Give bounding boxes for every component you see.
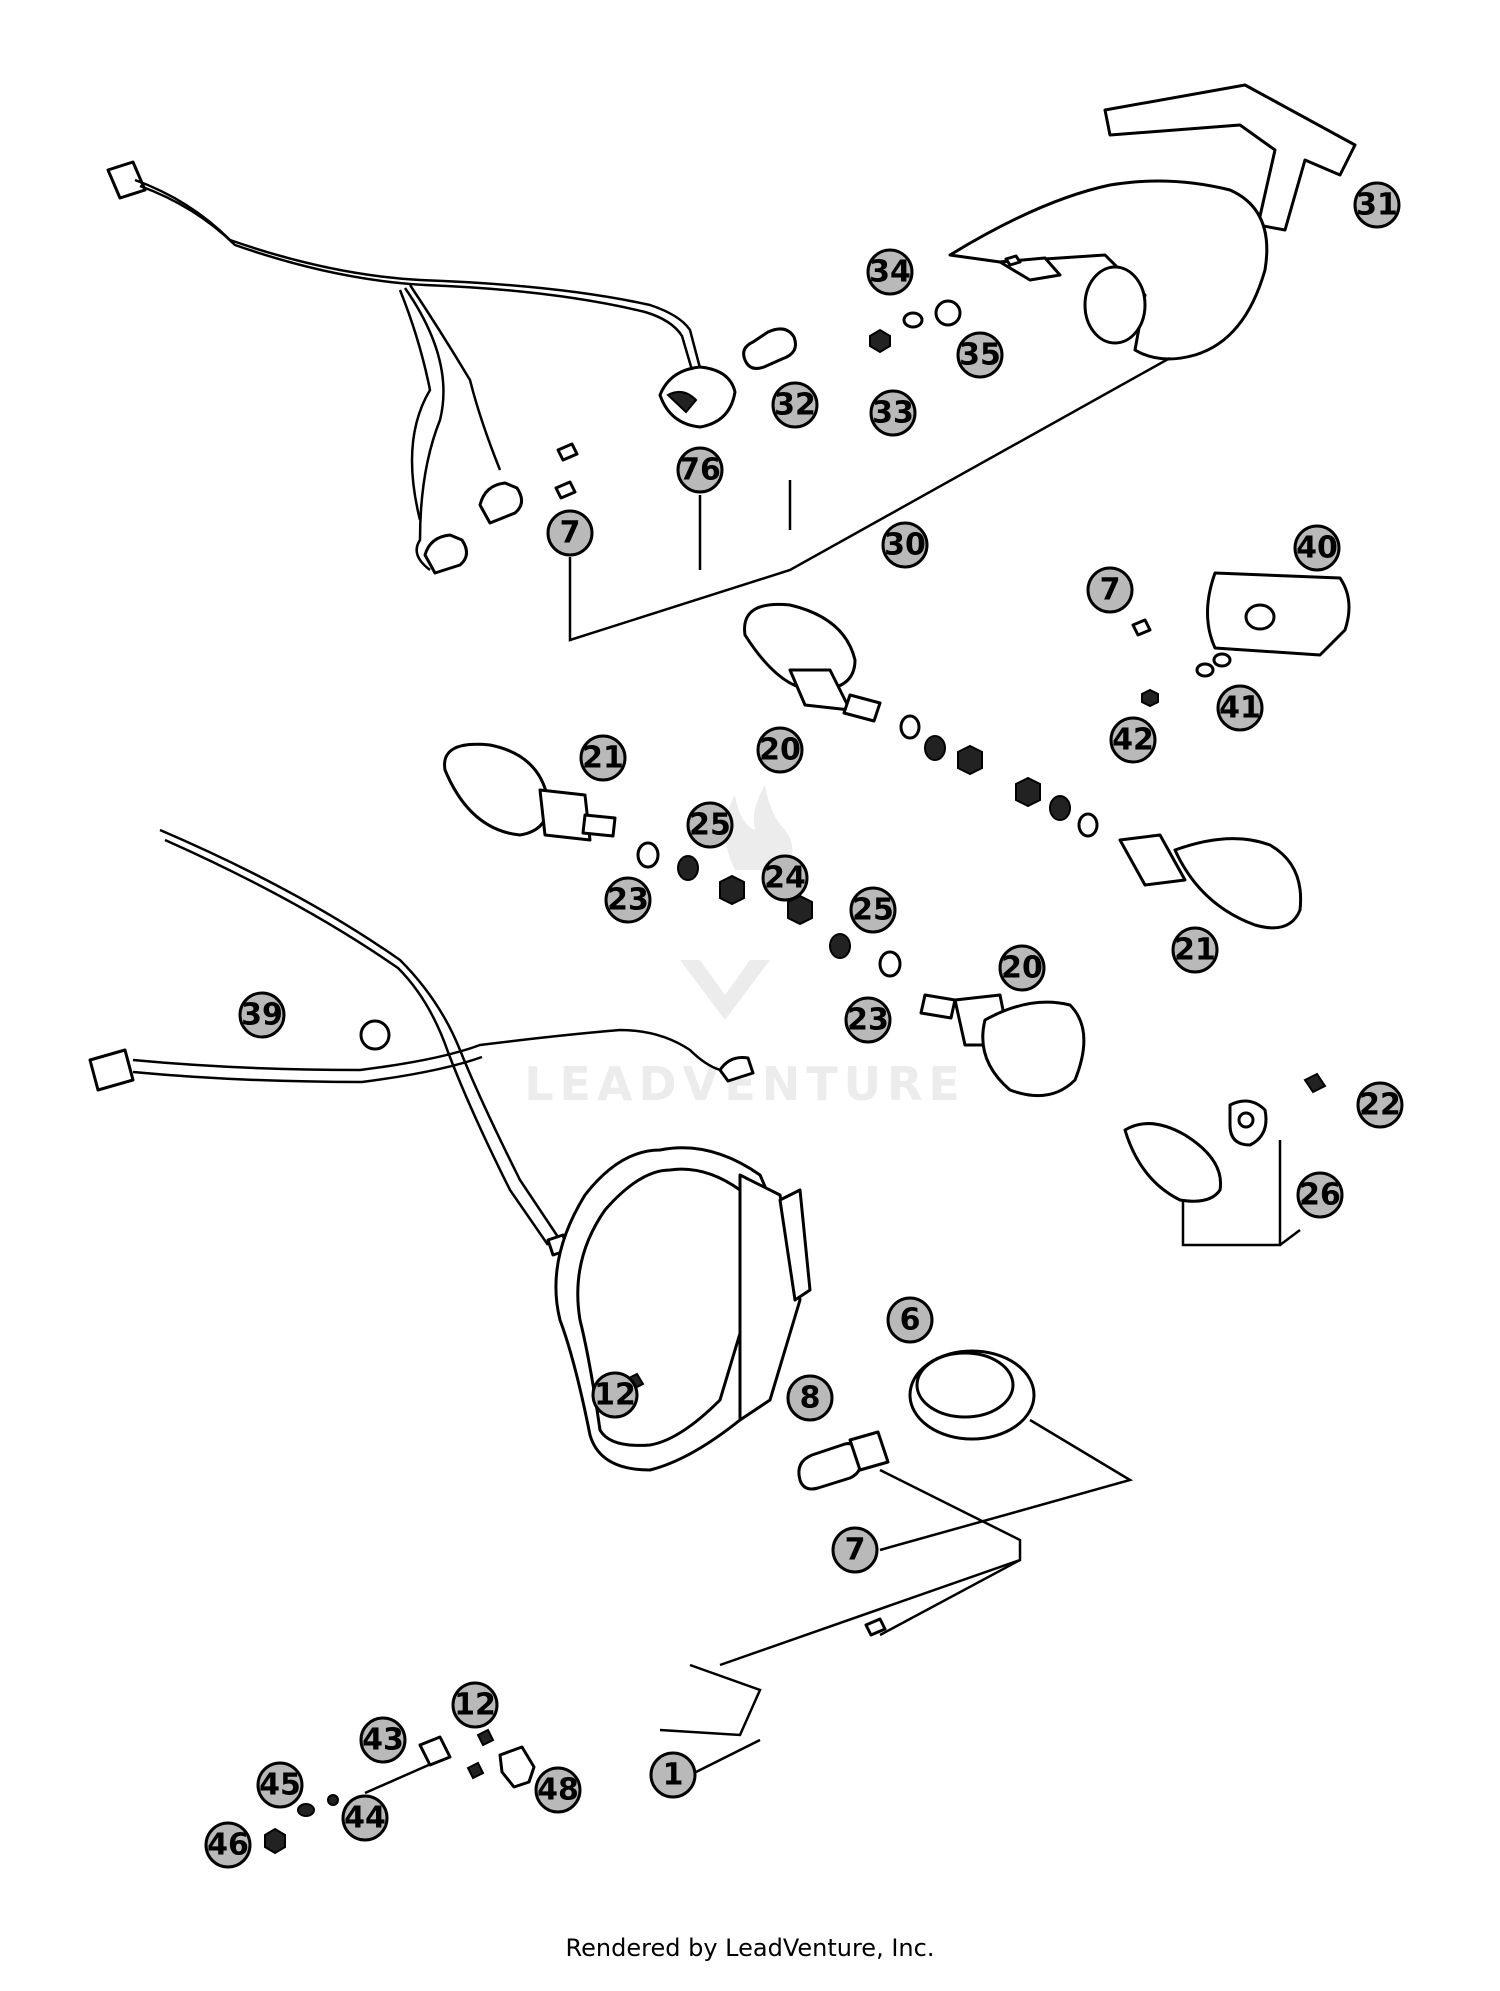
callout-48: 48 [534,1766,582,1814]
callout-33-label: 33 [872,396,914,431]
callout-12b-label: 12 [454,1688,496,1723]
callout-21b: 21 [1171,926,1219,974]
callout-7: 7 [546,509,594,557]
part-21-signal-left [443,742,550,837]
callout-7c-label: 7 [845,1533,866,1568]
callout-44: 44 [341,1794,389,1842]
callout-23: 23 [604,876,652,924]
callout-31: 31 [1353,181,1401,229]
callout-25b-label: 25 [852,893,894,928]
part-20-signal-lower [981,1000,1086,1098]
callout-7-label: 7 [560,516,581,551]
callout-23b-label: 23 [847,1003,889,1038]
callout-6-label: 6 [900,1303,921,1338]
callout-41-label: 41 [1219,691,1261,726]
callout-22: 22 [1356,1081,1404,1129]
callout-24: 24 [761,854,809,902]
part-31-strip [1103,83,1357,232]
callout-32: 32 [771,381,819,429]
callout-31-label: 31 [1356,188,1398,223]
callout-20: 20 [756,726,804,774]
callout-12-label: 12 [594,1378,636,1413]
callout-21-label: 21 [582,741,624,776]
part-35-nut [934,299,962,327]
callout-7b: 7 [1086,566,1134,614]
callout-44-label: 44 [344,1801,386,1836]
callout-12b: 12 [451,1681,499,1729]
callout-40-label: 40 [1296,531,1338,566]
callout-43: 43 [359,1716,407,1764]
callout-7b-label: 7 [1100,573,1121,608]
callout-20b-label: 20 [1001,951,1043,986]
license-light-assembly [1131,571,1351,708]
callout-26: 26 [1296,1171,1344,1219]
tail-light-assembly [106,83,1357,642]
callout-40: 40 [1293,524,1341,572]
callout-76-label: 76 [679,453,721,488]
callout-35: 35 [956,331,1004,379]
callout-41: 41 [1216,684,1264,732]
footer-credit: Rendered by LeadVenture, Inc. [565,1934,935,1962]
callout-30-label: 30 [884,528,926,563]
callout-32-label: 32 [774,388,816,423]
callout-76: 76 [676,446,724,494]
callout-46: 46 [204,1821,252,1869]
part-48-clip [498,1745,536,1789]
callout-34: 34 [866,248,914,296]
callout-30: 30 [881,521,929,569]
part-34-washer [902,311,924,329]
callout-7c: 7 [831,1526,879,1574]
callout-25b: 25 [849,886,897,934]
callout-43-label: 43 [362,1723,404,1758]
part-26-signal-lens [1123,1122,1223,1203]
callout-39: 39 [238,991,286,1039]
callout-25: 25 [686,801,734,849]
part-76-socket [658,365,737,429]
callout-35-label: 35 [959,338,1001,373]
callout-21b-label: 21 [1174,933,1216,968]
part-30-tail-light [948,179,1269,361]
callout-45-label: 45 [259,1768,301,1803]
callout-33: 33 [869,389,917,437]
part-40-license-light [1206,571,1351,657]
callout-22-label: 22 [1359,1088,1401,1123]
part-33-nut [869,328,891,354]
part-32-bulb [742,327,797,370]
callout-34-label: 34 [869,255,911,290]
callout-21: 21 [579,734,627,782]
callout-46-label: 46 [207,1828,249,1863]
callout-23b: 23 [844,996,892,1044]
callout-8: 8 [786,1374,834,1422]
callout-26-label: 26 [1299,1178,1341,1213]
watermark: LEADVENTURE [524,785,960,1111]
callout-42: 42 [1109,716,1157,764]
callout-12: 12 [591,1371,639,1419]
callout-1-label: 1 [663,1758,684,1793]
callout-20b: 20 [998,944,1046,992]
callout-39-label: 39 [241,998,283,1033]
callout-48-label: 48 [537,1773,579,1808]
callout-42-label: 42 [1112,723,1154,758]
callout-8-label: 8 [800,1381,821,1416]
callout-6: 6 [886,1296,934,1344]
callout-23-label: 23 [607,883,649,918]
callout-20-label: 20 [759,733,801,768]
part-21-signal-right [1173,837,1303,930]
callout-1: 1 [649,1751,697,1799]
turn-signals-assembly [88,602,1327,1257]
callout-24-label: 24 [764,861,806,896]
callout-25-label: 25 [689,808,731,843]
callout-45: 45 [256,1761,304,1809]
